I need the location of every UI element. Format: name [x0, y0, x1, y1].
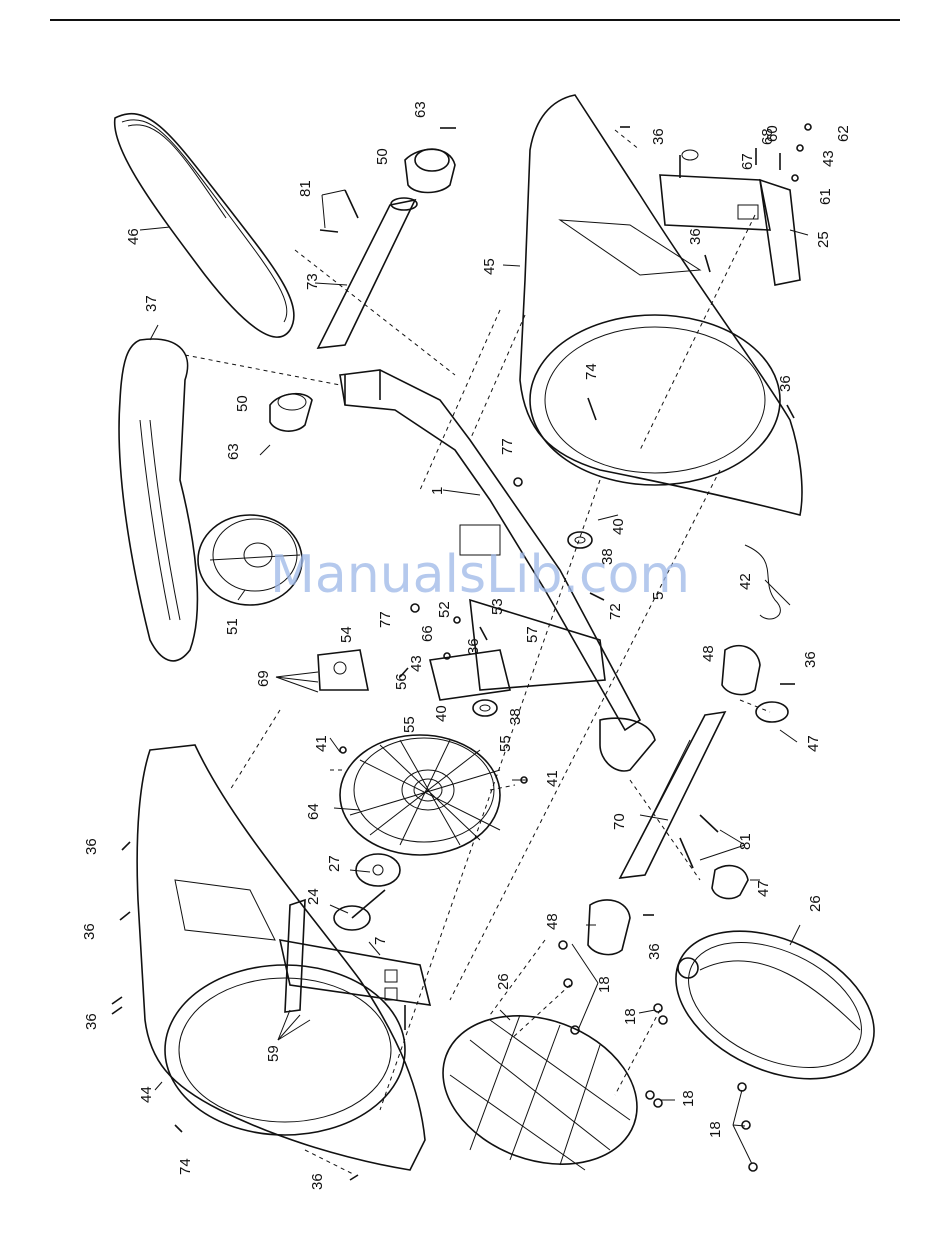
callout-label: 38	[599, 548, 616, 565]
callout-label: 37	[143, 295, 160, 312]
callout-label: 45	[481, 258, 498, 275]
part-73-tube	[318, 149, 455, 348]
callout-label: 43	[408, 655, 425, 672]
callout-label: 66	[419, 625, 436, 642]
callout-label: 73	[304, 273, 321, 290]
callout-label: 74	[583, 363, 600, 380]
callout-label: 36	[802, 651, 819, 668]
part-54-bracket	[318, 650, 368, 690]
callout-label: 81	[297, 180, 314, 197]
callout-label: 64	[305, 803, 322, 820]
part-64-pulley	[340, 735, 500, 855]
callout-label: 25	[815, 231, 832, 248]
callout-label: 47	[755, 880, 772, 897]
callout-label: 59	[265, 1045, 282, 1062]
callout-label: 51	[224, 618, 241, 635]
callout-label: 63	[225, 443, 242, 460]
callout-label: 56	[393, 673, 410, 690]
callout-label: 55	[497, 735, 514, 752]
callout-label: 42	[737, 573, 754, 590]
callout-label: 40	[433, 705, 450, 722]
part-37-cover	[119, 339, 197, 661]
callout-label: 7	[372, 937, 389, 945]
callout-label: 36	[650, 128, 667, 145]
callout-label: 63	[412, 101, 429, 118]
callout-label: 36	[465, 638, 482, 655]
callout-label: 18	[596, 976, 613, 993]
callout-label: 70	[611, 813, 628, 830]
callout-label: 69	[255, 670, 272, 687]
callout-label: 47	[805, 735, 822, 752]
callout-label: 57	[524, 626, 541, 643]
callout-label: 61	[817, 188, 834, 205]
callout-label: 48	[700, 645, 717, 662]
callout-label: 24	[305, 888, 322, 905]
callout-label: 18	[622, 1008, 639, 1025]
callout-label: 60	[764, 125, 781, 142]
callout-label: 46	[125, 228, 142, 245]
callout-label: 67	[739, 153, 756, 170]
callout-label: 36	[83, 838, 100, 855]
part-45-shroud	[520, 95, 802, 515]
callout-label: 72	[607, 603, 624, 620]
callout-label: 36	[777, 375, 794, 392]
part-47-knob-upper	[756, 702, 788, 722]
part-48-cap-lower	[588, 900, 630, 955]
callout-label: 38	[507, 708, 524, 725]
callout-label: 77	[377, 611, 394, 628]
callout-label: 43	[820, 150, 837, 167]
callout-label: 50	[234, 395, 251, 412]
callout-label: 36	[646, 943, 663, 960]
callout-label: 52	[436, 601, 453, 618]
callout-label: 26	[807, 895, 824, 912]
callout-label: 36	[81, 923, 98, 940]
callout-label: 27	[326, 855, 343, 872]
callout-label: 36	[687, 228, 704, 245]
callout-label: 53	[489, 598, 506, 615]
callout-label: 18	[707, 1121, 724, 1138]
part-27-plate	[356, 854, 400, 886]
part-70-tube	[620, 712, 748, 899]
callout-label: 55	[401, 716, 418, 733]
bearing-38-lower	[473, 700, 497, 716]
callout-label: 36	[309, 1173, 326, 1190]
callout-label: 18	[680, 1090, 697, 1107]
callout-label: 26	[495, 973, 512, 990]
callout-label: 36	[83, 1013, 100, 1030]
callout-label: 40	[610, 518, 627, 535]
part-48-cap-upper	[722, 646, 760, 695]
callout-label: 77	[499, 438, 516, 455]
callout-label: 50	[374, 148, 391, 165]
callout-label: 41	[544, 770, 561, 787]
part-50-roller	[260, 394, 312, 455]
callout-label: 5	[650, 592, 667, 600]
callout-label: 54	[338, 626, 355, 643]
callout-label: 62	[835, 125, 852, 142]
part-7-plate	[280, 900, 430, 1030]
callout-label: 81	[737, 833, 754, 850]
callout-label: 41	[313, 735, 330, 752]
watermark: ManualsLib.com	[270, 545, 690, 605]
callout-label: 74	[177, 1158, 194, 1175]
part-25-bracket	[660, 150, 800, 285]
callout-label: 44	[138, 1086, 155, 1103]
callout-label: 1	[429, 487, 446, 495]
part-belt	[115, 114, 294, 337]
part-26-pedal-solid	[652, 902, 897, 1109]
callout-label: 48	[544, 913, 561, 930]
